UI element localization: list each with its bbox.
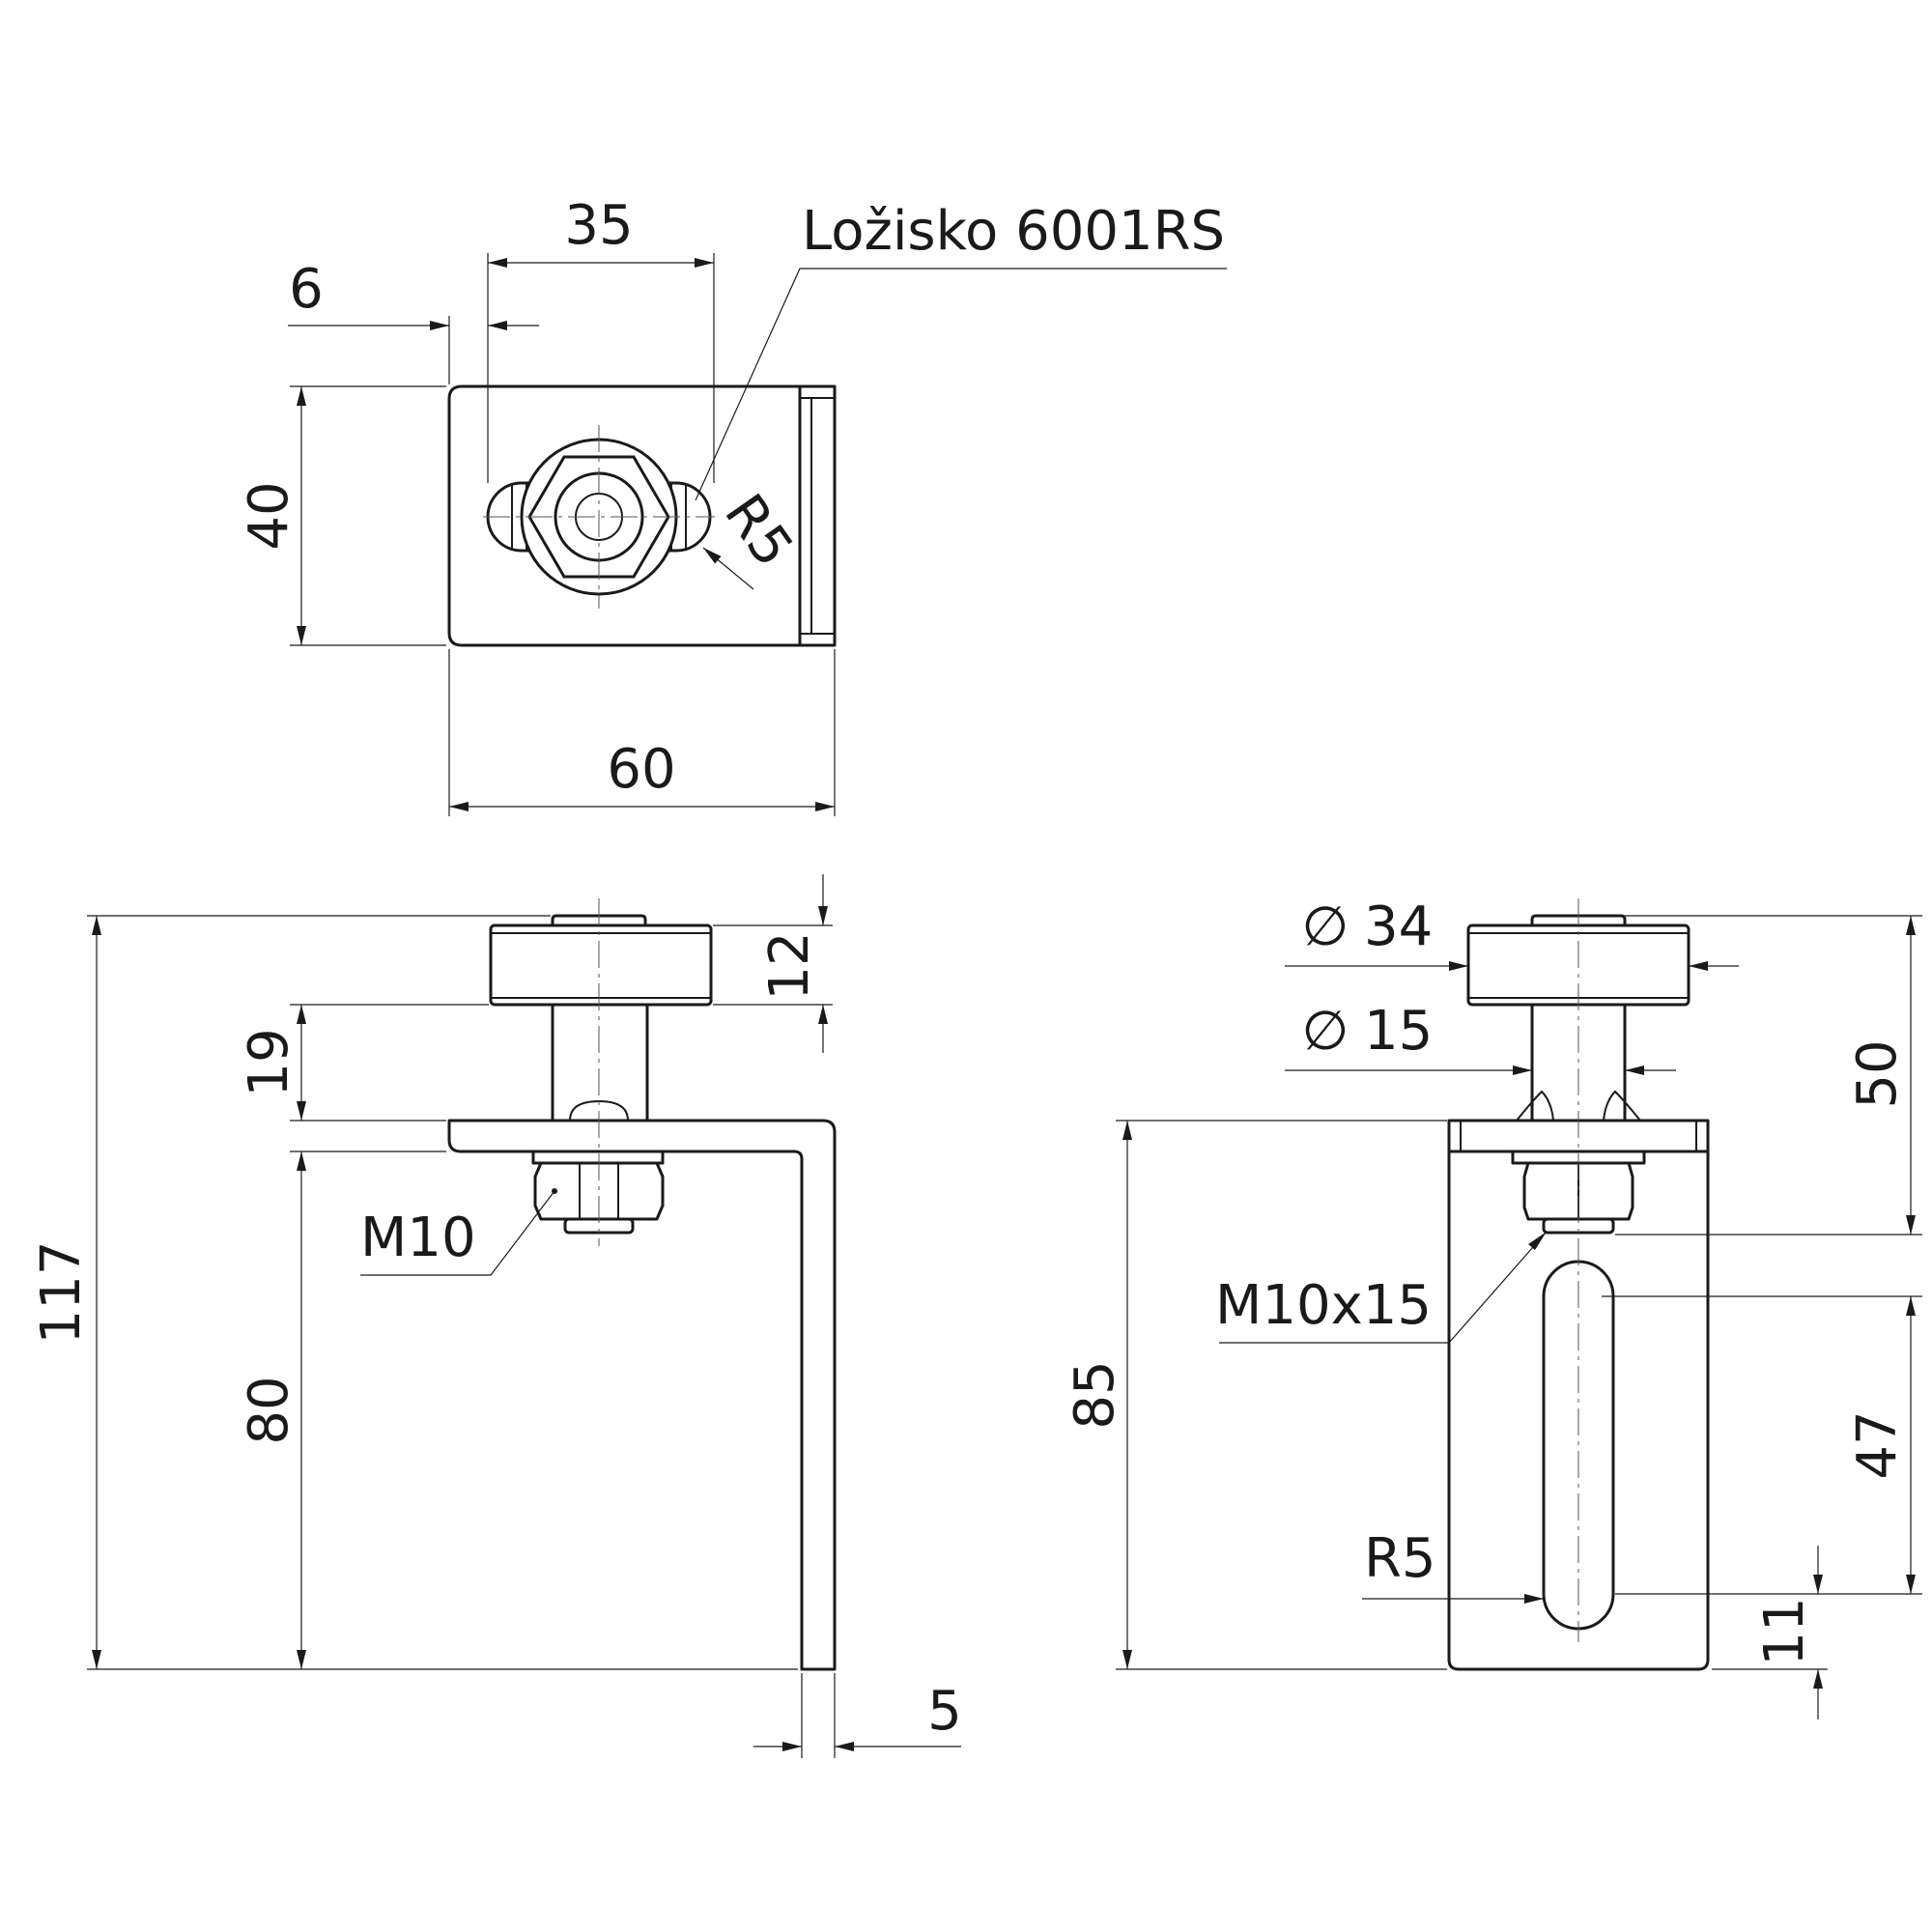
top-flange — [798, 384, 837, 647]
side-view: 117 12 19 80 5 M10 — [30, 874, 962, 1758]
front-view: ∅ 34 ∅ 15 50 85 47 11 R5 M10x15 — [1064, 895, 1922, 1719]
dim-front-plate-height-label: 85 — [1064, 1360, 1126, 1429]
dim-side-total-label: 117 — [30, 1241, 93, 1345]
dim-front-slot-length-label: 47 — [1846, 1410, 1909, 1479]
m10x15-arrow — [1528, 1232, 1547, 1250]
dim-front-slot-radius-label: R5 — [1364, 1527, 1436, 1590]
front-axle-weld-right — [1603, 1090, 1641, 1122]
side-washer — [531, 1150, 665, 1165]
nut-label: M10 — [360, 1207, 476, 1269]
m10-leader — [360, 1190, 555, 1276]
dim-side-thickness-label: 5 — [927, 1680, 962, 1743]
dim-front-axle-diameter-label: 15 — [1364, 1000, 1433, 1063]
front-plate — [1447, 1150, 1710, 1671]
bearing-label: Ložisko 6001RS — [802, 200, 1225, 263]
front-axle-weld-left — [1516, 1090, 1554, 1122]
top-plate-outline — [447, 384, 802, 647]
dim-top-radius-label: R5 — [712, 483, 805, 578]
top-view: 60 40 6 35 Ložisko 6001RS R5 — [238, 194, 1227, 816]
dim-front-top-height-label: 50 — [1846, 1039, 1909, 1108]
screw-label: M10x15 — [1215, 1274, 1432, 1337]
side-wheel — [489, 923, 713, 1007]
dim-side-wheel-label: 12 — [758, 931, 821, 1000]
dim-side-axle-label: 19 — [238, 1028, 300, 1096]
dim-front-slot-bottom-label: 11 — [1753, 1597, 1816, 1665]
bearing-leader — [695, 268, 1227, 501]
dim-top-offset-label: 6 — [289, 258, 324, 321]
diameter-symbol-34: ∅ — [1302, 895, 1350, 958]
top-slot — [486, 481, 712, 553]
side-nut — [533, 1161, 665, 1221]
dim6-arrow-right — [488, 321, 507, 330]
side-axle — [551, 1003, 649, 1122]
dim-r5-leader — [702, 547, 754, 590]
dim-side-leg-label: 80 — [238, 1376, 300, 1444]
dim-top-height-label: 40 — [238, 481, 300, 550]
diameter-symbol-15: ∅ — [1302, 1000, 1350, 1063]
dim-top-slot-label: 35 — [564, 194, 633, 257]
dim-front-wheel-diameter-label: 34 — [1364, 895, 1433, 958]
m10x15-leader — [1219, 1231, 1548, 1344]
front-nut — [1522, 1161, 1634, 1221]
dim-top-width-label: 60 — [607, 738, 675, 801]
side-l-bracket — [447, 1119, 837, 1671]
